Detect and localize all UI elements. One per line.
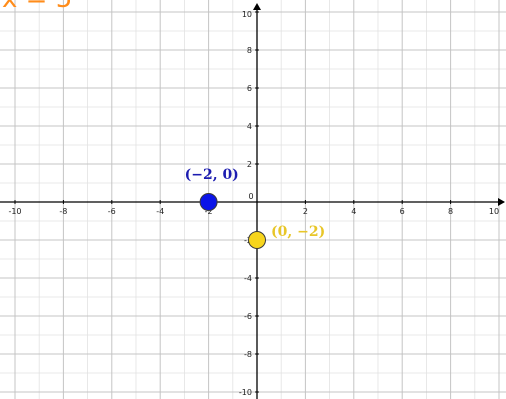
x-tick-label: 10 [489,207,499,216]
x-tick-label: -6 [108,207,116,216]
point-a[interactable] [199,193,218,211]
y-tick-label: -6 [244,312,252,321]
points-layer[interactable]: (−2, 0) (0, −2) [185,167,326,249]
x-tick-label: -8 [59,207,67,216]
y-tick-label: -4 [244,274,252,283]
y-tick-label: 10 [242,10,252,19]
x-tick-label: 2 [303,207,308,216]
y-axis-arrow [253,3,261,10]
x-tick-label: 6 [400,207,405,216]
x-axis-arrow [498,198,505,206]
y-tick-label: -8 [244,350,252,359]
y-tick-label: 2 [247,160,252,169]
y-tick-label: -10 [239,388,252,397]
point-b-label: (0, −2) [271,224,325,240]
axes [0,3,505,399]
tick-labels: -10 -8 -6 -4 -2 0 2 4 6 8 10 10 8 6 4 2 -2 -4 -6 -8 -10 [8,10,499,397]
x-tick-label: 0 [248,192,253,201]
y-tick-label: 6 [247,84,252,93]
x-tick-label: 8 [448,207,453,216]
x-tick-label: -10 [8,207,21,216]
partial-equation-text: x = 5 [2,0,72,14]
x-tick-label: -2 [205,207,213,216]
y-tick-label: 8 [247,46,252,55]
y-tick-label: 4 [247,122,252,131]
point-a-label: (−2, 0) [185,167,239,183]
x-tick-label: -4 [156,207,164,216]
y-tick-label: -2 [244,236,252,245]
point-b[interactable] [248,231,266,249]
x-tick-label: 4 [351,207,356,216]
